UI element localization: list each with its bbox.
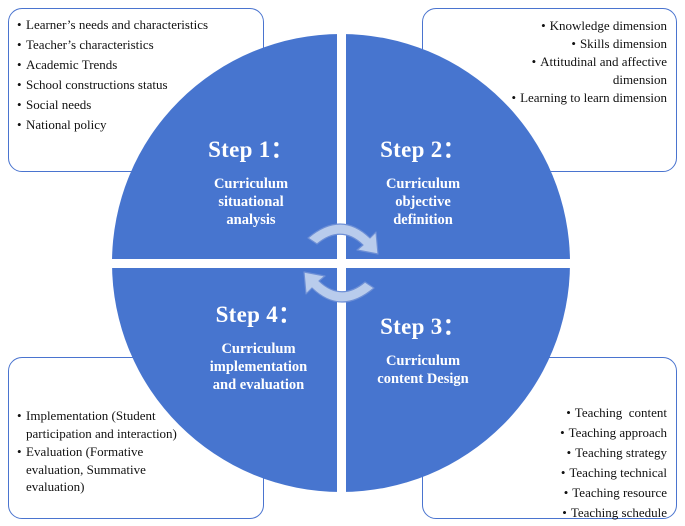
- list-item: •Attitudinal and affective dimension: [531, 54, 667, 87]
- list-item: •Teaching schedule: [562, 505, 667, 521]
- step-1-title: Step 1：: [208, 137, 294, 162]
- step-4-label: Step 4： Curriculum implementation and ev…: [186, 301, 331, 394]
- cycle-arrow-icon: [303, 223, 379, 303]
- list-item: School constructions status: [17, 76, 263, 94]
- step-4-title: Step 4：: [215, 302, 302, 327]
- list-item: Implementation (Student participation an…: [17, 407, 197, 442]
- list-item: Academic Trends: [17, 56, 263, 74]
- quadrant-step-3: [346, 268, 570, 492]
- step-2-title: Step 2：: [380, 137, 466, 162]
- list-item: •Learning to learn dimension: [511, 89, 668, 105]
- list-item: •Teaching strategy: [566, 445, 667, 461]
- step-2-label: Step 2： Curriculum objective definition: [358, 136, 488, 229]
- list-item: Social needs: [17, 96, 263, 114]
- list-item: Evaluation (Formative evaluation, Summat…: [17, 443, 197, 496]
- step-3-title: Step 3：: [380, 314, 466, 339]
- step-1-label: Step 1： Curriculum situational analysis: [186, 136, 316, 229]
- list-item: •Teaching content: [566, 405, 667, 420]
- list-item: •Knowledge dimension: [541, 18, 667, 33]
- list-item: Teacher’s characteristics: [17, 36, 263, 54]
- step-3-label: Step 3： Curriculum content Design: [358, 313, 488, 388]
- list-item: National policy: [17, 116, 263, 134]
- list-item: •Teaching technical: [560, 465, 667, 481]
- list-item: Learner’s needs and characteristics: [17, 16, 263, 34]
- list-item: •Skills dimension: [571, 36, 667, 51]
- objective-dimensions-box: •Knowledge dimension •Skills dimension •…: [422, 8, 677, 172]
- list-item: •Teaching resource: [563, 485, 667, 501]
- list-item: •Teaching approach: [560, 425, 667, 441]
